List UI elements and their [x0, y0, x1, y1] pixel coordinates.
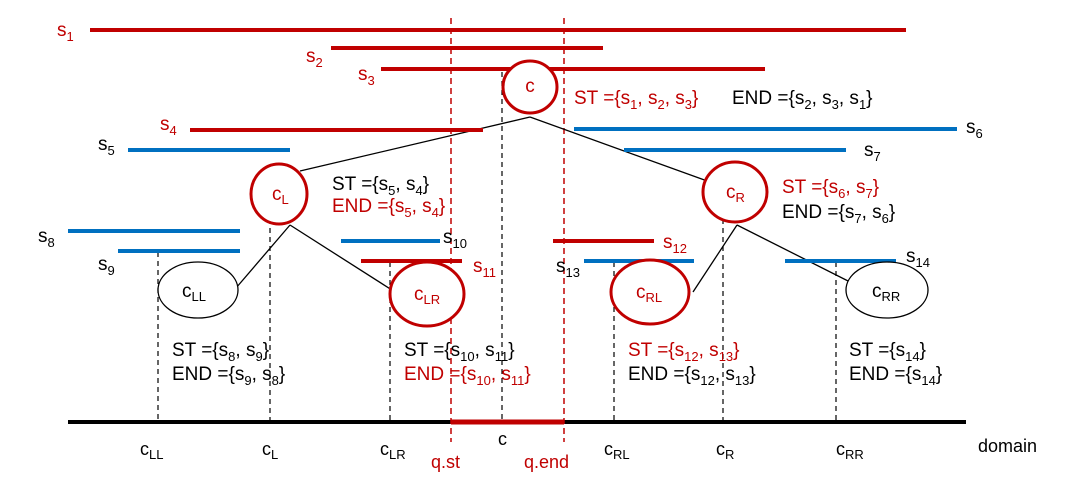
- tick-crl: cRL: [604, 439, 630, 462]
- tick-cr: cR: [716, 439, 734, 462]
- edge-cr-crl: [692, 224, 738, 293]
- query-start-label: q.st: [431, 452, 460, 472]
- svg-text:cLL: cLL: [182, 281, 206, 304]
- node-cr: cR: [701, 160, 769, 224]
- set-c: ST ={s1​, s2​, s3​} END ={s2​, s3​, s1​}: [574, 88, 873, 112]
- svg-text:s8: s8: [38, 226, 55, 250]
- svg-text:cL: cL: [262, 439, 278, 462]
- set-cl: ST ={s5​, s4​} END ={s5​, s4​}: [332, 174, 445, 220]
- set-crl: ST ={s12​, s13​} END ={s12​, s13​}: [628, 340, 756, 388]
- svg-text:END ={s9​, s8​}: END ={s9​, s8​}: [172, 364, 285, 388]
- svg-text:cLR: cLR: [414, 284, 440, 307]
- segment-s6: s6: [574, 117, 983, 141]
- node-cl: cL: [249, 162, 309, 226]
- tick-c: c: [498, 429, 507, 449]
- svg-text:s2: s2: [306, 46, 323, 70]
- svg-text:END ={s10​, s11​}: END ={s10​, s11​}: [404, 364, 531, 388]
- edge-cl-clr: [289, 224, 396, 293]
- edge-cl-cll: [235, 224, 291, 289]
- svg-text:END ={s7​, s6​}: END ={s7​, s6​}: [782, 202, 895, 226]
- segment-s14: s14: [785, 246, 930, 270]
- segment-s8: s8: [38, 226, 240, 250]
- node-crl: cRL: [609, 258, 691, 326]
- query-end-label: q.end: [524, 452, 569, 472]
- svg-text:s13: s13: [556, 256, 580, 280]
- svg-text:s10: s10: [443, 227, 467, 251]
- tick-crr: cRR: [836, 439, 864, 462]
- svg-text:c: c: [498, 429, 507, 449]
- tick-cll: cLL: [140, 439, 163, 462]
- svg-text:ST ={s5​, s4​}: ST ={s5​, s4​}: [332, 174, 429, 198]
- svg-text:s12: s12: [663, 232, 687, 256]
- svg-text:END ={s12​, s13​}: END ={s12​, s13​}: [628, 364, 756, 388]
- svg-text:s11: s11: [473, 256, 496, 280]
- segment-s1: s1: [57, 20, 906, 44]
- svg-text:cRR: cRR: [872, 281, 900, 304]
- svg-text:END ={s14​}: END ={s14​}: [849, 364, 942, 388]
- segment-s10: s10: [341, 227, 467, 251]
- svg-text:s1: s1: [57, 20, 74, 44]
- svg-text:cRL: cRL: [604, 439, 630, 462]
- svg-text:s4: s4: [160, 114, 177, 138]
- svg-text:ST ={s8​, s9​}: ST ={s8​, s9​}: [172, 340, 269, 364]
- node-cll: cLL: [157, 261, 239, 319]
- svg-text:ST ={s12​, s13​}: ST ={s12​, s13​}: [628, 340, 740, 364]
- svg-text:cRL: cRL: [636, 282, 662, 305]
- set-clr: ST ={s10​, s11​} END ={s10​, s11​}: [404, 340, 531, 388]
- segment-s5: s5: [98, 134, 290, 158]
- set-cll: ST ={s8​, s9​} END ={s9​, s8​}: [172, 340, 285, 388]
- svg-text:END ={s2​, s3​, s1​}: END ={s2​, s3​, s1​}: [732, 88, 873, 112]
- tick-cl: cL: [262, 439, 278, 462]
- svg-text:s5: s5: [98, 134, 115, 158]
- segment-s7: s7: [624, 140, 881, 164]
- edge-c-cl: [299, 116, 531, 172]
- svg-text:cLL: cLL: [140, 439, 163, 462]
- node-crr: cRR: [845, 261, 929, 319]
- domain-label: domain: [978, 436, 1037, 456]
- node-c: c: [501, 59, 559, 115]
- svg-text:ST ={s14​}: ST ={s14​}: [849, 340, 926, 364]
- svg-text:cR: cR: [726, 182, 745, 205]
- svg-text:ST ={s6​, s7​}: ST ={s6​, s7​}: [782, 177, 879, 201]
- svg-text:c: c: [525, 76, 535, 97]
- svg-text:s14: s14: [906, 246, 930, 270]
- segment-s4: s4: [160, 114, 483, 138]
- svg-text:s3: s3: [358, 64, 375, 88]
- segment-s12: s12: [553, 232, 687, 256]
- svg-text:END ={s5​, s4​}: END ={s5​, s4​}: [332, 196, 445, 220]
- segment-s2: s2: [306, 46, 603, 70]
- svg-text:ST ={s1​, s2​, s3​}: ST ={s1​, s2​, s3​}: [574, 88, 698, 112]
- svg-text:s9: s9: [98, 254, 115, 278]
- svg-text:cR: cR: [716, 439, 734, 462]
- segment-s3: s3: [358, 64, 765, 88]
- svg-text:s7: s7: [864, 140, 881, 164]
- segment-s9: s9: [98, 249, 240, 278]
- node-clr: cLR: [388, 260, 466, 328]
- set-crr: ST ={s14​} END ={s14​}: [849, 340, 942, 388]
- edge-cr-crr: [736, 224, 857, 286]
- set-cr: ST ={s6​, s7​} END ={s7​, s6​}: [782, 177, 895, 226]
- svg-text:ST ={s10​, s11​}: ST ={s10​, s11​}: [404, 340, 515, 364]
- svg-text:cRR: cRR: [836, 439, 864, 462]
- segment-s11: s11: [361, 256, 496, 280]
- svg-text:cL: cL: [272, 184, 289, 207]
- tick-clr: cLR: [380, 439, 406, 462]
- svg-text:s6: s6: [966, 117, 983, 141]
- edge-c-cr: [529, 116, 711, 183]
- svg-text:cLR: cLR: [380, 439, 406, 462]
